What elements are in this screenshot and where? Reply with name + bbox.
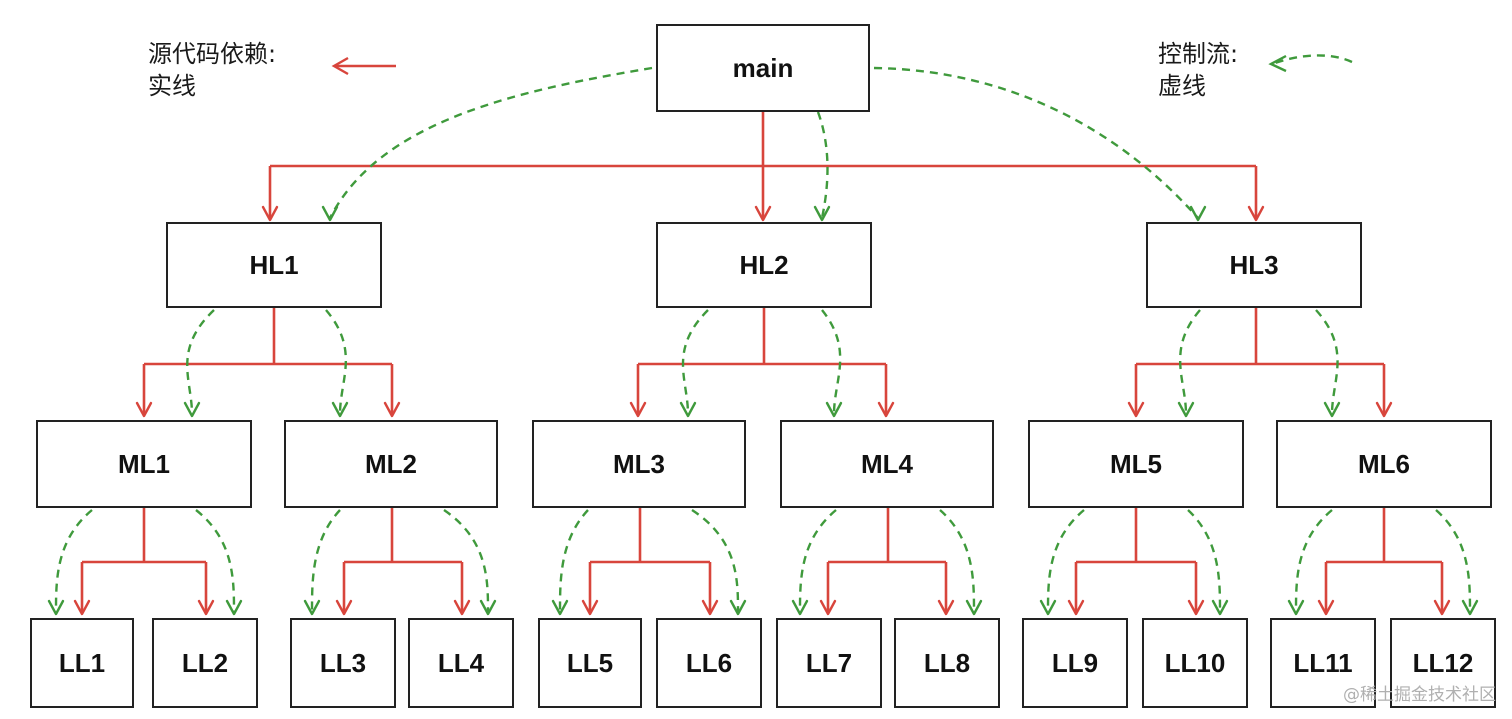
control-flow-arrowhead-hl1-right <box>331 401 349 418</box>
legend-dependency: 源代码依赖: 实线 <box>148 38 276 102</box>
node-ml2: ML2 <box>284 420 498 508</box>
control-flow-arrowhead-ml2-right <box>479 599 497 616</box>
control-flow-main-hl2 <box>816 111 829 219</box>
dependency-arrowhead-ml5-right <box>1187 599 1205 616</box>
control-flow-ml3-right <box>691 508 740 613</box>
node-ll7: LL7 <box>776 618 882 708</box>
control-flow-ml4-left <box>798 509 837 613</box>
dependency-arrowhead-hl2-left <box>629 401 647 418</box>
legend-control-flow-label: 控制流: <box>1158 40 1239 68</box>
control-flow-hl1-right <box>325 309 347 415</box>
node-hl3: HL3 <box>1146 222 1362 308</box>
control-flow-arrowhead-hl1 <box>321 205 339 222</box>
dependency-arrowhead-ml2-right <box>453 599 471 616</box>
node-ll8: LL8 <box>894 618 1000 708</box>
control-flow-hl2-right <box>821 309 842 415</box>
control-flow-ml1-right <box>195 509 236 613</box>
control-flow-ml3-left <box>558 509 589 613</box>
control-flow-arrowhead-ml6-right <box>1461 599 1479 616</box>
dependency-arrowhead-ml1-right <box>197 599 215 616</box>
dependency-arrowhead-hl2 <box>754 205 772 222</box>
legend-control-flow-arrow <box>1271 54 1353 66</box>
control-flow-arrowhead-ml1-left <box>47 599 65 616</box>
control-flow-ml6-right <box>1435 509 1472 613</box>
legend-dependency-label: 源代码依赖: <box>148 40 277 68</box>
control-flow-arrowhead-ml1-right <box>225 599 243 616</box>
control-flow-main-hl1 <box>328 66 653 219</box>
node-ll9: LL9 <box>1022 618 1128 708</box>
control-flow-arrowhead-ml4-left <box>791 599 809 616</box>
node-ml1: ML1 <box>36 420 252 508</box>
node-ll2: LL2 <box>152 618 258 708</box>
dependency-arrowhead-hl2-right <box>877 401 895 418</box>
control-flow-arrowhead-hl2 <box>813 205 831 222</box>
control-flow-ml1-left <box>54 509 93 613</box>
control-flow-arrowhead-ml5-left <box>1039 599 1057 616</box>
dependency-arrowhead-ml6-right <box>1433 599 1451 616</box>
node-ml6: ML6 <box>1276 420 1492 508</box>
dependency-arrowhead-ml1-left <box>73 599 91 616</box>
control-flow-ml5-right <box>1187 509 1222 613</box>
control-flow-arrowhead-ml2-left <box>303 599 321 616</box>
dependency-arrowhead-ml2-left <box>335 599 353 616</box>
node-ll11: LL11 <box>1270 618 1376 708</box>
control-flow-ml2-left <box>310 509 341 613</box>
control-flow-arrowhead-hl2-left <box>679 401 697 418</box>
control-flow-arrowhead-ml3-left <box>551 599 569 616</box>
control-flow-hl3-left <box>1179 309 1201 415</box>
dependency-arrowhead-ml3-right <box>701 599 719 616</box>
dependency-arrowhead-hl3-right <box>1375 401 1393 418</box>
dependency-arrowhead-ml4-left <box>819 599 837 616</box>
control-flow-hl2-left <box>681 309 709 415</box>
dependency-arrowhead-hl1 <box>261 205 279 222</box>
dependency-arrowhead-ml4-right <box>937 599 955 616</box>
node-ll5: LL5 <box>538 618 642 708</box>
watermark: @稀土掘金技术社区 <box>1343 685 1496 705</box>
node-ll12: LL12 <box>1390 618 1496 708</box>
dependency-arrowhead-hl1-right <box>383 401 401 418</box>
control-flow-ml4-right <box>939 509 976 613</box>
node-ll1: LL1 <box>30 618 134 708</box>
legend-dependency-arrowhead <box>331 56 349 76</box>
dependency-arrowhead-hl1-left <box>135 401 153 418</box>
node-hl2: HL2 <box>656 222 872 308</box>
control-flow-arrowhead-ml3-right <box>729 599 747 616</box>
dependency-arrowhead-ml6-left <box>1317 599 1335 616</box>
control-flow-arrowhead-hl1-left <box>183 401 201 418</box>
control-flow-arrowhead-ml6-left <box>1287 599 1305 616</box>
control-flow-arrowhead-hl3-right <box>1323 401 1341 418</box>
node-main: main <box>656 24 870 112</box>
control-flow-arrowhead-hl3 <box>1189 205 1207 222</box>
control-flow-ml6-left <box>1294 509 1333 613</box>
legend-dependency-style: 实线 <box>148 72 196 100</box>
control-flow-hl1-left <box>186 309 215 415</box>
dependency-arrowhead-ml5-left <box>1067 599 1085 616</box>
legend-control-flow-style: 虚线 <box>1158 72 1206 100</box>
control-flow-arrowhead-ml5-right <box>1211 599 1229 616</box>
control-flow-ml2-right <box>443 509 490 613</box>
legend-control-flow-arrowhead <box>1268 54 1287 73</box>
node-ml4: ML4 <box>780 420 994 508</box>
dependency-arrowhead-hl3-left <box>1127 401 1145 418</box>
control-flow-ml5-left <box>1046 509 1085 613</box>
control-flow-arrowhead-ml4-right <box>965 599 983 616</box>
node-ml5: ML5 <box>1028 420 1244 508</box>
control-flow-arrowhead-hl3-left <box>1177 401 1195 418</box>
legend-control-flow: 控制流: 虚线 <box>1158 38 1238 102</box>
node-ll3: LL3 <box>290 618 396 708</box>
control-flow-hl3-right <box>1315 309 1339 415</box>
control-flow-main-hl3 <box>873 66 1199 219</box>
node-ll4: LL4 <box>408 618 514 708</box>
dependency-arrowhead-ml3-left <box>581 599 599 616</box>
node-hl1: HL1 <box>166 222 382 308</box>
control-flow-arrowhead-hl2-right <box>825 401 843 418</box>
node-ll10: LL10 <box>1142 618 1248 708</box>
node-ml3: ML3 <box>532 420 746 508</box>
node-ll6: LL6 <box>656 618 762 708</box>
dependency-arrowhead-hl3 <box>1247 205 1265 222</box>
